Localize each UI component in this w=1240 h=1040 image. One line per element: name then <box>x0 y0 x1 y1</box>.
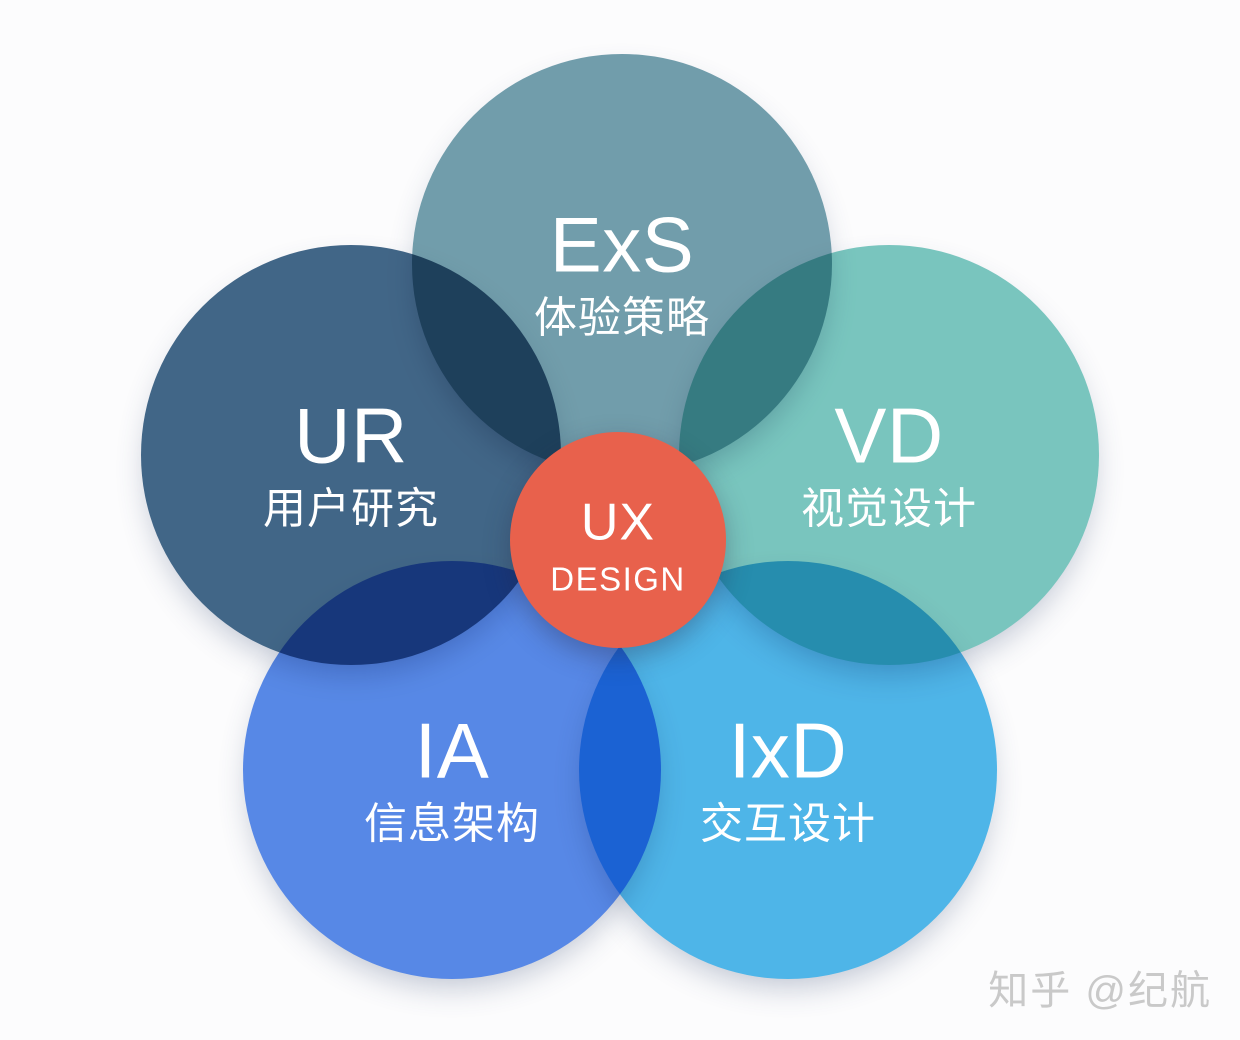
watermark: 知乎 @纪航 <box>988 969 1212 1013</box>
circle-ux-hub <box>510 432 726 648</box>
